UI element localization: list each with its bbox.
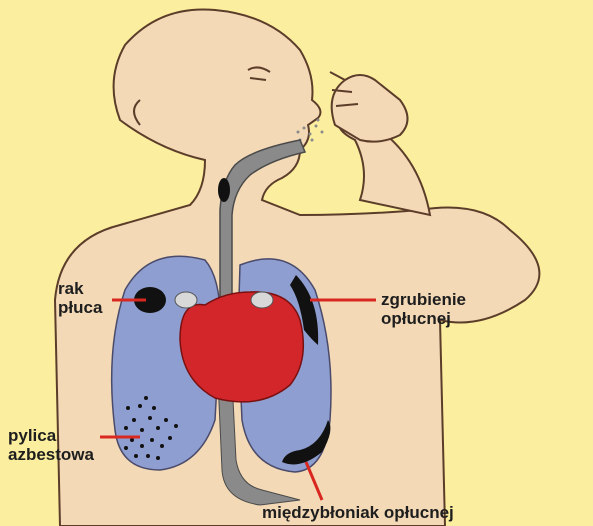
label-lung-cancer-line2: płuca	[58, 298, 102, 317]
heart-vessel-right	[251, 292, 273, 308]
label-asbestosis: pylica azbestowa	[8, 426, 94, 464]
label-lung-cancer-line1: rak	[58, 279, 102, 298]
label-pleural-thickening-line1: zgrubienie	[381, 290, 466, 309]
label-pleural-thickening-line2: opłucnej	[381, 309, 466, 328]
heart-vessel-left	[175, 292, 197, 308]
trachea-lesion	[218, 178, 230, 202]
label-mesothelioma: międzybłoniak opłucnej	[262, 503, 454, 522]
label-asbestosis-line2: azbestowa	[8, 445, 94, 464]
label-pleural-thickening: zgrubienie opłucnej	[381, 290, 466, 328]
label-asbestosis-line1: pylica	[8, 426, 94, 445]
heart	[180, 292, 303, 402]
label-lung-cancer: rak płuca	[58, 279, 102, 317]
